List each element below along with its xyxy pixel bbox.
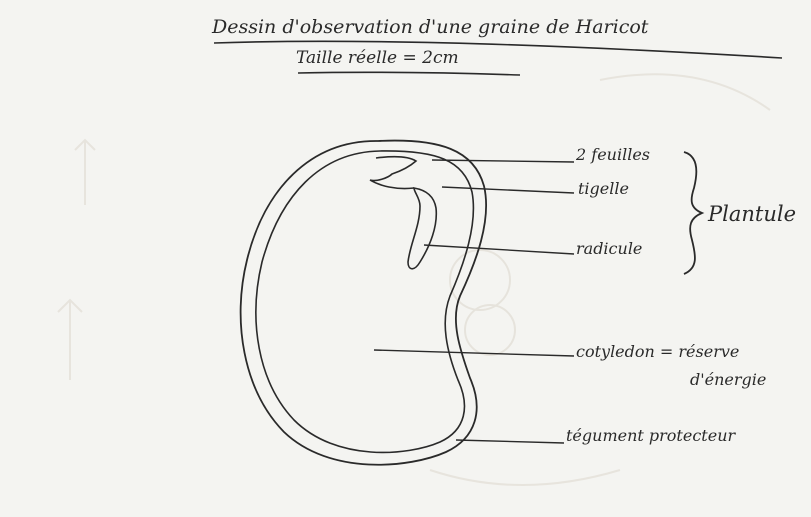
plantule-brace	[684, 152, 702, 274]
label-tigelle: tigelle	[578, 181, 629, 197]
subtitle-underline	[298, 72, 520, 75]
leader-line-tegument	[456, 440, 564, 443]
label-feuilles: 2 feuilles	[576, 147, 650, 163]
label-plantule: Plantule	[708, 204, 796, 225]
seed-inner-outline	[256, 151, 474, 453]
plantule-leaves	[370, 157, 416, 189]
label-energie: d'énergie	[690, 372, 766, 388]
leader-line-tigelle	[442, 187, 574, 193]
label-tegument: tégument protecteur	[566, 428, 735, 444]
scale-note: Taille réelle = 2cm	[296, 50, 459, 67]
faint-background-marks	[58, 74, 770, 485]
leader-line-radicule	[424, 245, 574, 254]
plantule-tigelle-radicule	[408, 188, 436, 269]
label-radicule: radicule	[576, 241, 642, 257]
leader-line-feuilles	[432, 160, 574, 162]
leader-line-cotyledon	[374, 350, 574, 356]
page-title: Dessin d'observation d'une graine de Har…	[212, 18, 648, 37]
seed-outer-outline	[241, 141, 487, 465]
label-cotyledon: cotyledon = réserve	[576, 344, 739, 360]
